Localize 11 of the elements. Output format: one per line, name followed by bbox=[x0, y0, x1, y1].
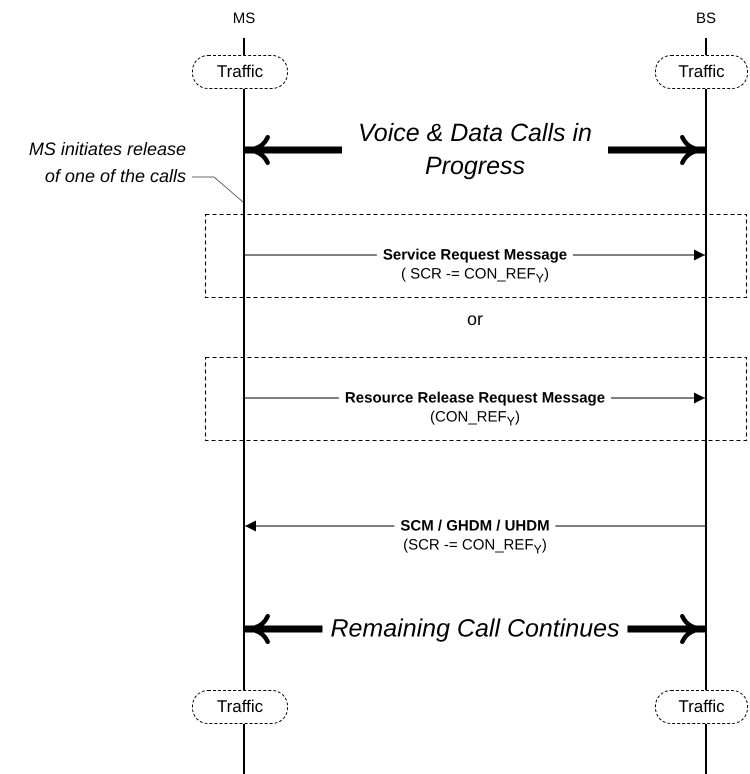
lifeline-label: MS bbox=[232, 10, 256, 27]
lifeline bbox=[705, 38, 707, 774]
separator-text: or bbox=[467, 309, 483, 330]
lifeline bbox=[243, 38, 245, 774]
state-box: Traffic bbox=[655, 690, 748, 724]
leader-line bbox=[192, 176, 244, 202]
lifeline-label: BS bbox=[696, 10, 716, 27]
state-box: Traffic bbox=[192, 55, 288, 89]
annotation-text: MS initiates release of one of the calls bbox=[10, 136, 186, 217]
state-box: Traffic bbox=[655, 55, 748, 89]
state-box: Traffic bbox=[192, 690, 288, 724]
